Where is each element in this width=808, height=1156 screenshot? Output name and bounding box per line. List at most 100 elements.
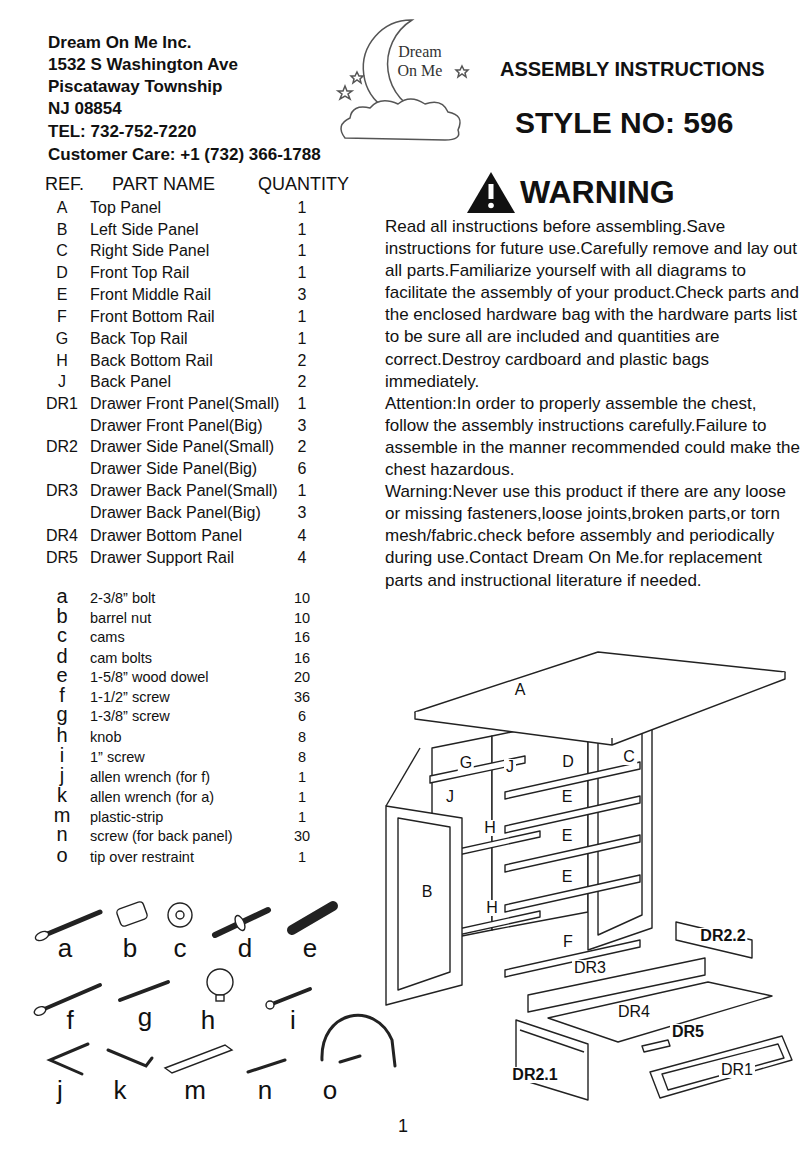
hardware-quantity: 16 (294, 651, 310, 666)
part-quantity: 1 (298, 396, 307, 412)
screw-icon (120, 982, 168, 1000)
part-quantity: 1 (298, 243, 307, 259)
table-header: PART NAME (112, 175, 215, 193)
hardware-name: 2-3/8” bolt (90, 591, 155, 606)
hardware-name: 1” screw (90, 750, 145, 765)
hardware-ref: a (56, 586, 67, 606)
hardware-callout: h (201, 1007, 215, 1033)
hardware-quantity: 8 (298, 730, 306, 745)
part-quantity: 1 (298, 200, 307, 216)
part-callout: E (560, 869, 575, 885)
part-ref: DR3 (46, 483, 78, 499)
knob-icon (207, 969, 233, 995)
logo-cloud (341, 99, 460, 140)
hardware-name: cams (90, 630, 125, 645)
part-callout: C (621, 749, 637, 765)
company-address: Piscataway Township (48, 78, 222, 95)
part-quantity: 3 (298, 418, 307, 434)
hardware-ref: n (56, 824, 67, 844)
part-name: Back Panel (90, 374, 171, 390)
hardware-name: 1-3/8” screw (90, 709, 170, 724)
logo-star (456, 66, 468, 77)
part-ref: H (56, 353, 68, 369)
logo-star (351, 72, 363, 83)
hardware-icons (33, 901, 395, 1074)
part-callout: DR1 (719, 1062, 755, 1078)
allen-wrench-icon (108, 1050, 152, 1066)
part-quantity: 2 (298, 439, 307, 455)
part-quantity: 1 (298, 483, 307, 499)
hardware-name: screw (for back panel) (90, 829, 233, 844)
part-name: Top Panel (90, 200, 161, 216)
drawer-bottom-panel (548, 982, 772, 1042)
warning-text: Attention:In order to properly assemble … (385, 393, 800, 481)
part-ref: DR2 (46, 439, 78, 455)
drawer-side-panel (516, 1020, 588, 1100)
hardware-callout: e (303, 935, 317, 961)
cam-icon (168, 903, 192, 927)
part-quantity: 4 (298, 528, 307, 544)
hardware-callout: m (184, 1077, 206, 1103)
part-name: Front Middle Rail (90, 287, 211, 303)
hardware-quantity: 10 (294, 591, 310, 606)
hardware-callout: c (174, 935, 187, 961)
part-quantity: 1 (298, 265, 307, 281)
part-callout: DR3 (572, 960, 608, 976)
top-panel-edge (611, 738, 612, 745)
company-address: NJ 08854 (48, 100, 122, 117)
hardware-ref: g (56, 704, 67, 724)
part-callout: DR2.2 (698, 928, 747, 944)
hardware-ref: k (57, 785, 67, 805)
left-side-panel (386, 806, 462, 1005)
back-top-rail (430, 756, 525, 783)
hardware-ref: d (56, 646, 67, 666)
part-quantity: 1 (298, 222, 307, 238)
logo (338, 20, 468, 140)
hardware-quantity: 20 (294, 670, 310, 685)
hardware-quantity: 6 (298, 709, 306, 724)
hardware-callout: n (258, 1077, 272, 1103)
part-quantity: 2 (298, 374, 307, 390)
cam-bolt-icon (215, 910, 268, 935)
drawer-front-panel (650, 1036, 792, 1098)
part-name: Left Side Panel (90, 222, 199, 238)
cam-bolt-icon (233, 914, 247, 932)
hardware-ref: b (56, 606, 67, 626)
hardware-name: plastic-strip (90, 810, 163, 825)
plastic-strip-icon (165, 1045, 232, 1073)
part-ref: E (57, 287, 68, 303)
hardware-quantity: 36 (294, 690, 310, 705)
hardware-ref: j (60, 765, 64, 785)
part-callout: DR4 (616, 1004, 652, 1020)
warning-mark (489, 184, 494, 199)
part-ref: C (56, 243, 68, 259)
hardware-callout: b (123, 935, 137, 961)
warning-symbol (467, 172, 515, 213)
company-address: TEL: 732-752-7220 (48, 123, 196, 140)
warning-heading: WARNING (520, 176, 675, 208)
hardware-quantity: 1 (298, 790, 306, 805)
warning-mark (488, 203, 494, 209)
hardware-callout: g (138, 1004, 152, 1030)
hardware-quantity: 30 (294, 829, 310, 844)
part-quantity: 1 (298, 309, 307, 325)
restraint-icon (322, 1015, 395, 1066)
hardware-quantity: 10 (294, 611, 310, 626)
part-quantity: 2 (298, 353, 307, 369)
part-quantity: 4 (298, 550, 307, 566)
drawer-support-rail (642, 1040, 670, 1052)
part-name: Back Top Rail (90, 331, 188, 347)
part-name: Back Bottom Rail (90, 353, 213, 369)
part-callout: E (560, 828, 575, 844)
part-quantity: 3 (298, 287, 307, 303)
part-name: Drawer Side Panel(Small) (90, 439, 274, 455)
hardware-name: cam bolts (90, 651, 152, 666)
hardware-callout: k (114, 1077, 127, 1103)
table-header: QUANTITY (258, 175, 349, 193)
company-address: Dream On Me Inc. (48, 34, 192, 51)
logo-text: Dream On Me (390, 42, 450, 80)
part-callout: E (560, 789, 575, 805)
allen-wrench-icon (50, 1044, 88, 1074)
hardware-quantity: 16 (294, 630, 310, 645)
logo-star (338, 86, 352, 99)
